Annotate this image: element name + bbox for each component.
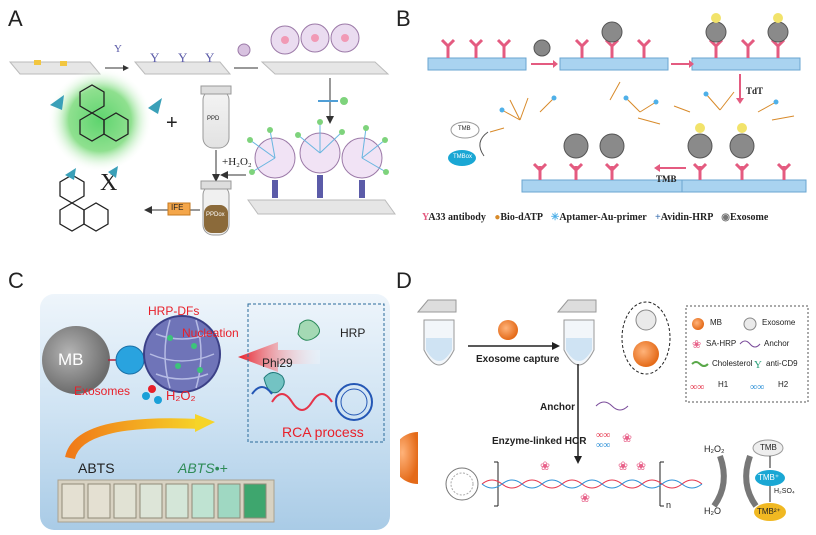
nucleation-label: Nucleation xyxy=(182,326,239,340)
panel-d: D ❀ Y ∞∞ xyxy=(396,262,816,535)
legend-anchor-icon xyxy=(739,340,761,348)
panel-d-illustration: ❀ Y ∞∞ ∞∞ ∞∞ ∞∞ ❀ ❀ ❀ ❀ ❀ xyxy=(400,299,809,521)
plate-3 xyxy=(260,23,390,75)
tmbox-ellipse-label: TMBox xyxy=(453,154,473,160)
panel-a: A Y Y Y Y xyxy=(0,0,400,262)
panel-letter-c: C xyxy=(8,268,24,293)
cuvette-row xyxy=(57,479,275,523)
tube-d2 xyxy=(556,299,597,366)
hcr-label: Enzyme-linked HCR xyxy=(492,436,587,447)
legend-cholesterol-label: Cholesterol xyxy=(712,359,753,368)
panel-c: C xyxy=(0,262,400,535)
legend-a33: A33 antibody xyxy=(428,212,486,223)
abts-label: ABTS xyxy=(78,460,115,476)
panel-b-legend: YA33 antibody ●Bio-dATP ✳Aptamer-Au-prim… xyxy=(422,212,816,226)
fluorescein-molecule-1 xyxy=(79,84,129,142)
legend-anchor-label: Anchor xyxy=(764,339,790,348)
svg-text:❀: ❀ xyxy=(618,459,628,473)
legend-avidin-icon: + xyxy=(655,212,661,223)
h2so4-d-label: H₂SO₄ xyxy=(774,488,795,495)
legend-h2-label: H2 xyxy=(778,380,789,389)
rca-process-label: RCA process xyxy=(282,424,364,440)
svg-text:❀: ❀ xyxy=(540,459,550,473)
tmb-arrow-label: TMB xyxy=(656,174,677,184)
svg-text:❀: ❀ xyxy=(636,459,646,473)
anchor-step-label: Anchor xyxy=(540,402,575,413)
tube-ppd-label: PPD xyxy=(207,116,220,122)
legend-mb-icon xyxy=(692,318,704,330)
panel-a-illustration: Y Y Y Y xyxy=(8,23,396,236)
plus-sign: + xyxy=(166,112,178,134)
exosomes-label: Exosomes xyxy=(74,384,131,398)
legend-anticd9-icon: Y xyxy=(754,359,762,371)
legend-sahrp-icon: ❀ xyxy=(692,339,701,351)
legend-aptamer-icon: ✳ xyxy=(550,212,560,223)
panel-b: B xyxy=(396,0,816,262)
legend-biodatp-icon: ● xyxy=(494,212,501,223)
abts-ox-label: ABTS•+ xyxy=(178,460,228,476)
panel-letter-a: A xyxy=(8,6,23,31)
tmb-d-label: TMB xyxy=(760,443,777,452)
plate-2: Y Y Y xyxy=(133,50,232,75)
legend-exosome: Exosome xyxy=(730,212,769,223)
plate-4 xyxy=(247,119,396,215)
svg-text:Y: Y xyxy=(150,50,160,65)
hrp-label: HRP xyxy=(340,326,366,340)
ife-label: IFE xyxy=(171,203,184,212)
panel-letter-d: D xyxy=(396,268,412,293)
legend-sahrp-label: SA-HRP xyxy=(706,339,737,348)
svg-text:❀: ❀ xyxy=(580,491,590,505)
panel-c-illustration xyxy=(40,294,390,530)
legend-h1-icon: ∞∞ xyxy=(690,382,704,393)
hrp-dfs-label: HRP-DFs xyxy=(148,304,200,318)
tmb-2plus-d-label: TMB²⁺ xyxy=(757,507,781,516)
tmb-ellipse-label: TMB xyxy=(458,126,471,132)
legend-h2-icon: ∞∞ xyxy=(750,382,764,393)
panel-letter-b: B xyxy=(396,6,411,31)
h2o2-label: +H₂O₂ xyxy=(222,156,252,168)
svg-text:X: X xyxy=(100,170,117,196)
legend-biodatp: Bio-dATP xyxy=(500,212,543,223)
exosome-sphere xyxy=(115,345,145,375)
legend-h1-label: H1 xyxy=(718,380,729,389)
svg-text:∞∞: ∞∞ xyxy=(596,430,610,441)
exosome-capture-label: Exosome capture xyxy=(476,354,560,365)
svg-text:Y: Y xyxy=(178,50,188,65)
legend-cholesterol-icon xyxy=(691,361,709,367)
svg-text:Y: Y xyxy=(205,50,215,65)
legend-anticd9-label: anti-CD9 xyxy=(766,359,798,368)
mb-label: MB xyxy=(58,350,84,369)
tube-d1 xyxy=(416,299,457,366)
legend-exosome-label: Exosome xyxy=(762,318,796,327)
svg-text:Y: Y xyxy=(114,43,122,55)
tube-ppdox-label: PPDox xyxy=(206,212,225,218)
h2o2-d-label: H₂O₂ xyxy=(704,444,725,454)
panel-b-illustration xyxy=(427,13,807,193)
hrp-df-flower xyxy=(143,315,221,393)
svg-text:∞∞: ∞∞ xyxy=(596,440,610,451)
h2o-d-label: H₂O xyxy=(704,506,721,516)
legend-aptamer: Aptamer-Au-primer xyxy=(559,212,647,223)
legend-exosome-icon-d xyxy=(743,317,757,331)
phi29-label: Phi29 xyxy=(262,356,293,370)
tdt-label: TdT xyxy=(746,86,764,96)
tube-ppd xyxy=(200,85,232,149)
legend-avidin: Avidin-HRP xyxy=(660,212,713,223)
tmb-plus-d-label: TMB⁺ xyxy=(758,473,780,482)
h2o2-c-label: H₂O₂ xyxy=(166,388,196,403)
legend-mb-label: MB xyxy=(710,318,722,327)
legend-a33-icon: Y xyxy=(422,212,429,223)
svg-text:❀: ❀ xyxy=(622,431,632,445)
mb-bead xyxy=(42,326,110,394)
hcr-n-label: n xyxy=(666,500,672,510)
legend-exosome-icon: ◉ xyxy=(721,212,730,223)
tube-ppdox xyxy=(200,180,232,236)
